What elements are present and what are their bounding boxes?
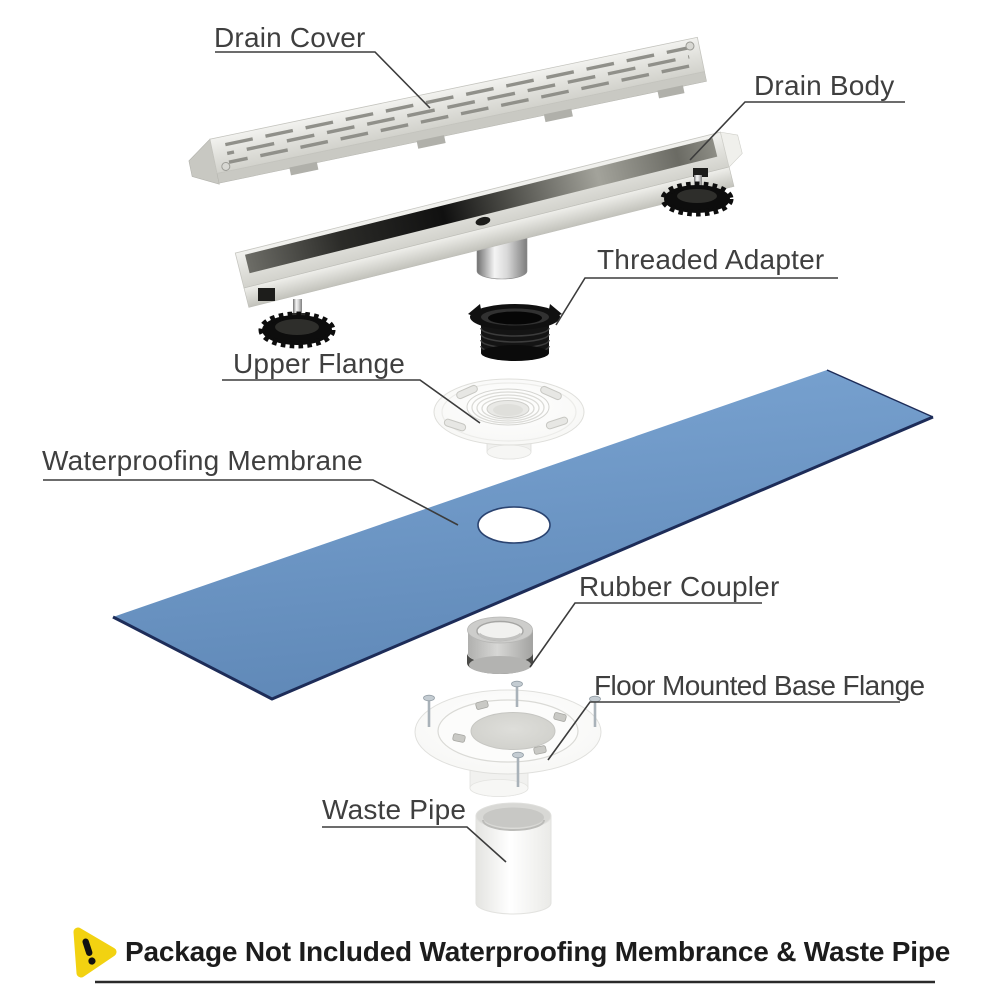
upper-flange-graphic <box>433 378 585 460</box>
label-drain-body: Drain Body <box>754 70 895 101</box>
flange-screws <box>423 680 601 787</box>
label-threaded-adapter: Threaded Adapter <box>597 244 825 275</box>
label-waterproofing-membrane: Waterproofing Membrane <box>42 445 363 476</box>
waterproofing-membrane-leader-line <box>43 479 459 526</box>
floor-base-flange-graphic <box>414 680 602 797</box>
floor-base-flange-leader-line <box>547 701 900 761</box>
waste-pipe-graphic <box>475 802 552 915</box>
label-waste-pipe: Waste Pipe <box>322 794 467 825</box>
flange-clips <box>452 700 567 755</box>
threaded-adapter-graphic <box>468 304 562 361</box>
label-upper-flange: Upper Flange <box>233 348 406 379</box>
label-drain-cover: Drain Cover <box>214 22 366 53</box>
membrane-hole <box>477 506 551 544</box>
leader-lines <box>43 51 935 984</box>
drain-body-leader-line <box>689 101 905 161</box>
threaded-adapter-leader-line <box>555 277 838 326</box>
exclamation-mark <box>82 938 96 965</box>
label-floor-mounted-base-flange: Floor Mounted Base Flange <box>594 670 925 701</box>
drain-cover-graphic <box>188 36 707 185</box>
drain-cover-leader-line <box>215 51 431 109</box>
rubber-coupler-graphic <box>467 616 533 674</box>
rubber-coupler-leader-line <box>529 602 762 668</box>
drain-body-graphic <box>234 131 743 349</box>
waterproofing-membrane-graphic <box>112 369 934 701</box>
label-rubber-coupler: Rubber Coupler <box>579 571 780 602</box>
warning-icon <box>73 927 117 978</box>
package-note: Package Not Included Waterproofing Membr… <box>70 926 950 978</box>
package-note-text: Package Not Included Waterproofing Membr… <box>125 935 951 967</box>
upper-flange-leader-line <box>222 379 481 424</box>
waste-pipe-leader-line <box>322 826 507 863</box>
